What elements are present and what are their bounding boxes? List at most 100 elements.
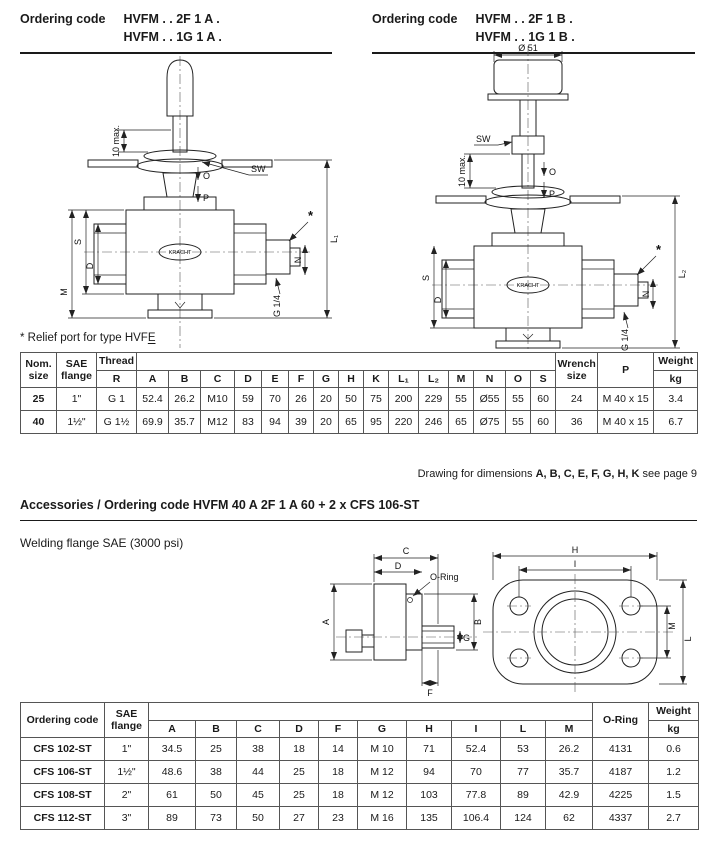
table-header-row: Ordering code SAE flange O-Ring Weight (20, 701, 700, 739)
dim-label-m: M (59, 288, 69, 296)
dim-label-sw: SW (251, 164, 266, 174)
col-header-thread: Thread (96, 352, 137, 371)
table-cell: 52.4 (451, 737, 501, 762)
table-cell: 38 (195, 760, 237, 785)
table-cell: 95 (363, 410, 389, 435)
table-cell: 1" (56, 387, 97, 412)
col-header-nom-size: Nom. size (20, 351, 57, 389)
ordering-code-line1: HVFM . . 2F 1 A . (123, 12, 220, 26)
table-cell: 18 (318, 760, 358, 785)
table-cell: 59 (234, 387, 262, 412)
table-cell: 73 (195, 806, 237, 831)
table-cell: CFS 112-ST (20, 806, 105, 831)
table-cell: 36 (555, 410, 599, 435)
table-cell: 246 (418, 410, 449, 435)
table-cell: 124 (500, 806, 546, 831)
dim-label-10max: 10 max. (111, 125, 121, 157)
col-header-dim: E (261, 369, 289, 389)
col-header-dim: K (363, 369, 389, 389)
col-header-oring: O-Ring (592, 701, 650, 739)
table-cell: 26.2 (168, 387, 201, 412)
ordering-code-label: Ordering code (20, 12, 106, 26)
table-cell: 20 (313, 387, 339, 412)
dim-label-g14: G 1/4 (620, 329, 630, 351)
table-cell: 35.7 (168, 410, 201, 435)
col-header-weight: Weight (653, 352, 699, 371)
valve-drawing-type-a: KRACHT 10 max. O P SW M S D L₁ (59, 56, 339, 348)
col-header-dim: B (168, 369, 201, 389)
flange-table: Ordering code SAE flange O-Ring Weight A… (20, 701, 700, 831)
table-cell: M10 (200, 387, 235, 412)
col-header-dim: G (357, 719, 407, 739)
col-header-dim: L₂ (418, 369, 449, 389)
table-cell: 48.6 (148, 760, 196, 785)
dim-label-p: P (203, 193, 209, 203)
table-cell: 0.6 (648, 737, 700, 762)
col-header-p: P (597, 351, 655, 389)
dimension-table: Nom. size SAE flange Thread Wrench size … (20, 351, 699, 435)
table-cell: 25 (279, 783, 319, 808)
table-cell: 26 (288, 387, 314, 412)
table-cell: M 16 (357, 806, 407, 831)
dim-label-b: B (473, 619, 483, 625)
note-suffix: see page 9 (639, 468, 697, 480)
table-cell: 94 (406, 760, 452, 785)
table-cell: 1½" (56, 410, 97, 435)
table-cell: 50 (236, 806, 280, 831)
col-header-sae-flange: SAE flange (104, 701, 149, 739)
dim-label-f: F (427, 688, 433, 698)
table-cell: 26.2 (544, 737, 594, 762)
table-cell: 2.7 (648, 806, 700, 831)
table-cell: Ø75 (473, 410, 506, 435)
table-cell: M 40 x 15 (597, 410, 655, 435)
table-cell: 94 (261, 410, 289, 435)
dim-label-s: S (73, 239, 83, 245)
note-prefix: Drawing for dimensions (417, 468, 536, 480)
table-cell: 24 (555, 387, 599, 412)
col-header-sae-flange: SAE flange (56, 351, 97, 389)
flange-section-outline (336, 583, 480, 661)
dim-label-l2: L₂ (677, 269, 687, 278)
col-header-dim: L₁ (388, 369, 419, 389)
valve-b-outline (432, 46, 660, 350)
flange-front-drawing: H I M L (483, 545, 693, 692)
valve-a-outline (84, 56, 312, 348)
table-cell: CFS 108-ST (20, 783, 105, 808)
col-header-dim: C (200, 369, 235, 389)
table-cell: 45 (236, 783, 280, 808)
table-cell: 135 (406, 806, 452, 831)
dim-label-d: D (395, 561, 402, 571)
col-header-dim: G (313, 369, 339, 389)
table-cell: 60 (529, 410, 557, 435)
dim-label-g14: G 1/4 (272, 295, 282, 317)
relief-asterisk: * (656, 242, 662, 257)
table-cell: 35.7 (544, 760, 594, 785)
header-spacer (147, 702, 594, 721)
table-cell: M 40 x 15 (597, 387, 655, 412)
table-cell: 55 (505, 387, 531, 412)
table-cell: 200 (388, 387, 419, 412)
dim-label-sw: SW (476, 134, 491, 144)
accessories-heading: Accessories / Ordering code HVFM 40 A 2F… (20, 498, 697, 521)
table-cell: 75 (363, 387, 389, 412)
dim-label-g: G (463, 633, 470, 643)
drawing-reference-note: Drawing for dimensions A, B, C, E, F, G,… (418, 468, 697, 480)
table-cell: 55 (448, 387, 474, 412)
table-cell: 62 (544, 806, 594, 831)
table-cell: 69.9 (136, 410, 169, 435)
brand-label: KRACHT (517, 283, 540, 289)
table-cell: 103 (406, 783, 452, 808)
col-header-dim: F (318, 719, 358, 739)
table-cell: 23 (318, 806, 358, 831)
table-cell: 4187 (592, 760, 650, 785)
dim-label-o: O (549, 167, 556, 177)
table-cell: 89 (148, 806, 196, 831)
table-cell: 42.9 (544, 783, 594, 808)
col-header-dim: M (544, 719, 594, 739)
table-cell: 77 (500, 760, 546, 785)
table-cell: M 12 (357, 760, 407, 785)
